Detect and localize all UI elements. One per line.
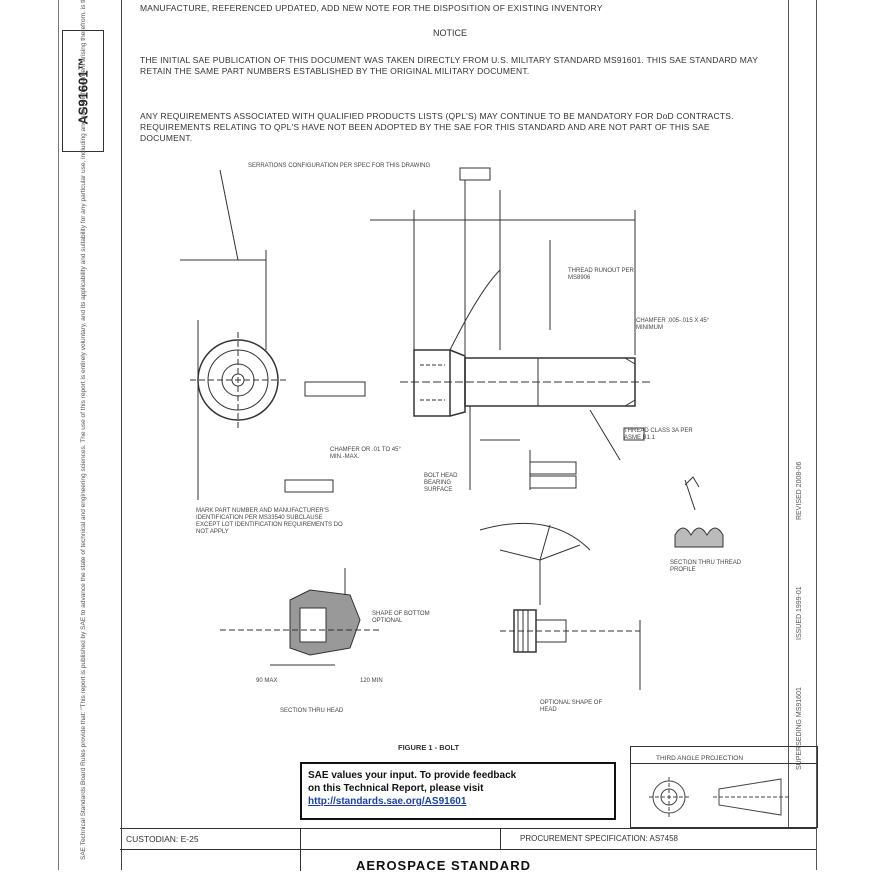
- label-chamfer-shank: CHAMFER .005-.015 X 45° MINIMUM: [636, 318, 710, 331]
- datum-box-6: [623, 427, 645, 441]
- datum-box-2: [284, 479, 334, 493]
- right-border-line: [788, 0, 789, 828]
- label-thread-profile: SECTION THRU THREAD PROFILE: [670, 560, 742, 573]
- feedback-box: SAE values your input. To provide feedba…: [300, 762, 616, 820]
- label-thread-runout: THREAD RUNOUT PER MS8906: [568, 268, 634, 281]
- datum-box-5: [529, 475, 577, 489]
- procurement-label: PROCUREMENT SPECIFICATION: AS7458: [520, 834, 678, 843]
- revised-label: REVISED 2008-06: [796, 461, 803, 520]
- bolt-drawing: [180, 167, 724, 690]
- projection-symbol-icon: [649, 777, 789, 817]
- notice-paragraph-1: THE INITIAL SAE PUBLICATION OF THIS DOCU…: [140, 55, 758, 76]
- label-thread-class: THREAD CLASS 3A PER ASME B1.1: [624, 428, 693, 441]
- notice-paragraph-2: ANY REQUIREMENTS ASSOCIATED WITH QUALIFI…: [140, 111, 734, 143]
- revision-note: MANUFACTURE, REFERENCED UPDATED, ADD NEW…: [140, 3, 603, 13]
- document-number-box: AS91601™: [62, 30, 104, 152]
- label-marking: MARK PART NUMBER AND MANUFACTURER'S IDEN…: [196, 508, 343, 535]
- bolt-head: [413, 349, 451, 417]
- projection-block: [630, 746, 818, 828]
- projection-label: THIRD ANGLE PROJECTION: [656, 755, 744, 762]
- feedback-line-2: on this Technical Report, please visit: [308, 783, 484, 794]
- feedback-line-1: SAE values your input. To provide feedba…: [308, 770, 517, 781]
- datum-box-3: [459, 167, 491, 181]
- datum-box-1: [304, 381, 366, 397]
- label-bearing-surface: BOLT HEAD BEARING SURFACE: [424, 473, 458, 493]
- label-optional-head: OPTIONAL SHAPE OF HEAD: [540, 700, 603, 713]
- margin-notice-text: SAE Technical Standards Board Rules prov…: [80, 0, 87, 860]
- label-90-max: 90 MAX: [256, 678, 278, 684]
- aerospace-standard-title: AEROSPACE STANDARD: [356, 858, 531, 873]
- notice-title: NOTICE: [432, 28, 467, 38]
- left-margin-band: [58, 0, 122, 870]
- label-120-min: 120 MIN: [360, 678, 383, 684]
- label-section-head: SECTION THRU HEAD: [280, 708, 344, 714]
- feedback-link[interactable]: http://standards.sae.org/AS91601: [308, 796, 467, 807]
- custodian-label: CUSTODIAN: E-25: [126, 834, 199, 844]
- figure-caption: FIGURE 1 - BOLT: [398, 743, 460, 752]
- label-bottom-shape: SHAPE OF BOTTOM OPTIONAL: [372, 611, 430, 624]
- datum-box-4: [529, 461, 577, 475]
- label-serrations: SERRATIONS CONFIGURATION PER SPEC FOR TH…: [248, 163, 431, 169]
- outer-border-line: [816, 0, 817, 870]
- label-chamfer-head: CHAMFER OR .01 TO 45° MIN.-MAX.: [330, 447, 401, 460]
- thread-profile: [674, 527, 724, 548]
- issued-label: ISSUED 1999-01: [796, 586, 803, 640]
- title-strip: [120, 828, 816, 871]
